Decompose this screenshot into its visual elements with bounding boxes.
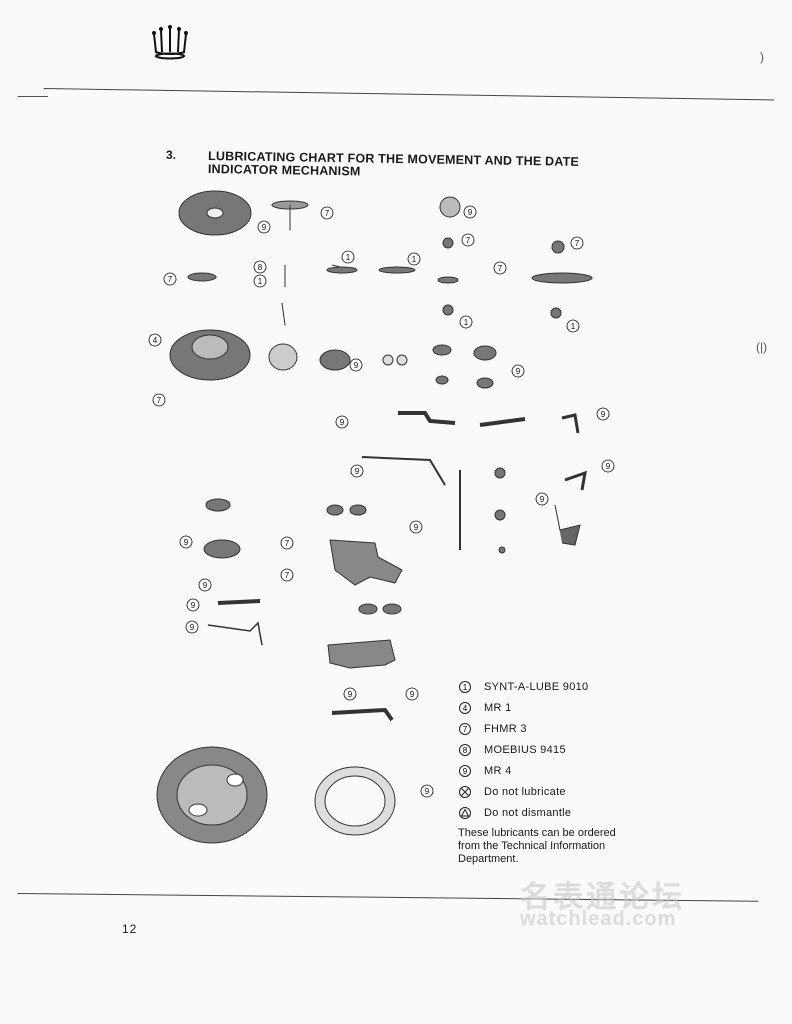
callout-number: 1 (571, 322, 576, 331)
callout-number: 9 (414, 523, 419, 532)
lubricant-8-icon: 8 (458, 743, 472, 757)
legend-label: MR 1 (484, 701, 512, 714)
svg-text:8: 8 (463, 746, 468, 755)
legend-label: MOEBIUS 9415 (484, 743, 566, 756)
legend-label: SYNT-A-LUBE 9010 (484, 680, 589, 693)
callout-number: 9 (468, 208, 473, 217)
legend-item: Do not lubricate (458, 781, 658, 802)
legend-label: FHMR 3 (484, 722, 527, 735)
top-rule (43, 88, 774, 101)
callout-number: 1 (258, 277, 263, 286)
callout-number: 9 (425, 787, 430, 796)
watermark-cn: 名表通论坛 (520, 880, 685, 915)
callout-number: 9 (355, 467, 360, 476)
callout-number: 9 (340, 418, 345, 427)
callout-number: 9 (262, 223, 267, 232)
top-rule-stub (18, 96, 48, 97)
callout-number: 8 (258, 263, 263, 272)
callout-number: 9 (203, 581, 208, 590)
svg-text:1: 1 (463, 683, 468, 692)
page-number: 12 (122, 922, 138, 936)
callout-number: 9 (191, 601, 196, 610)
legend-item: 4 MR 1 (458, 697, 658, 718)
exploded-parts-diagram: 7 9 9 7 7 7 7 8 1 1 1 1 1 4 7 9 9 9 9 9 9 9 9 9 7 7 9 9 9 9 9 9 (148, 190, 615, 844)
legend-note: These lubricants can be ordered from the… (458, 827, 616, 865)
circled-triangle-icon (458, 806, 472, 820)
circled-x-icon (458, 785, 472, 799)
callout-number: 9 (601, 410, 606, 419)
svg-text:7: 7 (463, 725, 468, 734)
callout-number: 7 (575, 239, 580, 248)
legend-label: Do not lubricate (484, 785, 566, 798)
callout-number: 1 (464, 318, 469, 327)
callout-number: 7 (157, 396, 162, 405)
legend-item: 1 SYNT-A-LUBE 9010 (458, 676, 658, 697)
callout-number: 7 (168, 275, 173, 284)
callout-number: 9 (410, 690, 415, 699)
lubricant-legend: 1 SYNT-A-LUBE 9010 4 MR 1 7 FHMR 3 8 MOE… (458, 676, 658, 866)
callout-number: 7 (498, 264, 503, 273)
lubricant-1-icon: 1 (458, 680, 472, 694)
edge-mark: ) (760, 50, 764, 64)
legend-item: 9 MR 4 (458, 760, 658, 781)
callout-number: 9 (354, 361, 359, 370)
section-title: LUBRICATING CHART FOR THE MOVEMENT AND T… (207, 149, 580, 179)
legend-item: 7 FHMR 3 (458, 718, 658, 739)
callout-number: 4 (153, 336, 158, 345)
callout-number: 7 (325, 209, 330, 218)
bridge-plate-drawing (327, 639, 396, 669)
legend-item: Do not dismantle (458, 802, 658, 823)
callout-number: 7 (285, 571, 290, 580)
lubricant-9-icon: 9 (458, 764, 472, 778)
svg-text:9: 9 (463, 767, 468, 776)
callout-number: 9 (184, 538, 189, 547)
section-number: 3. (166, 148, 177, 162)
watermark-en: watchlead.com (520, 908, 677, 930)
edge-mark: (|) (756, 340, 768, 354)
callout-number: 9 (190, 623, 195, 632)
callout-number: 9 (516, 367, 521, 376)
callout-number: 9 (348, 690, 353, 699)
svg-text:4: 4 (463, 704, 468, 713)
callout-number: 7 (285, 539, 290, 548)
callout-number: 1 (346, 253, 351, 262)
callout-number: 1 (412, 255, 417, 264)
rolex-crown-logo (152, 25, 188, 60)
callout-number: 7 (466, 236, 471, 245)
legend-label: Do not dismantle (484, 806, 572, 819)
callout-number: 9 (606, 462, 611, 471)
lubricant-7-icon: 7 (458, 722, 472, 736)
legend-label: MR 4 (484, 764, 512, 777)
legend-item: 8 MOEBIUS 9415 (458, 739, 658, 760)
lubricant-4-icon: 4 (458, 701, 472, 715)
callout-number: 9 (540, 495, 545, 504)
